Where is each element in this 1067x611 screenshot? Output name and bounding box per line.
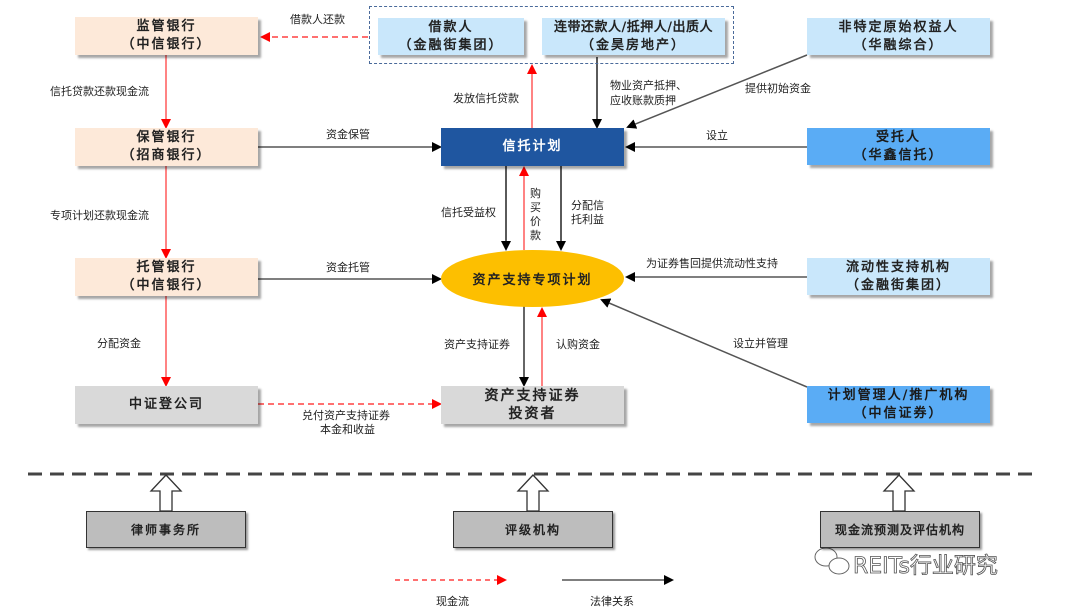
node-subtitle: （中信银行） bbox=[121, 37, 212, 52]
wechat-icon bbox=[814, 547, 850, 575]
node-title: 资产支持专项计划 bbox=[472, 273, 593, 288]
node-trustee[interactable]: 受托人 （华鑫信托） bbox=[807, 128, 990, 165]
label-pledge-1: 物业资产抵押、 bbox=[610, 79, 687, 92]
label-abs-securities: 资产支持证券 bbox=[444, 338, 510, 351]
hollow-arrow-cashflow-agency bbox=[882, 474, 916, 512]
edge-initial-funds bbox=[626, 54, 808, 129]
watermark-text: REITs行业研究 bbox=[853, 554, 999, 580]
node-trust-plan[interactable]: 信托计划 bbox=[441, 128, 624, 166]
label-pledge-2: 应收账款质押 bbox=[610, 94, 676, 107]
node-csdc[interactable]: 中证登公司 bbox=[75, 386, 258, 424]
node-subtitle: （中信证券） bbox=[853, 405, 944, 421]
label-liquidity-support: 为证券售回提供流动性支持 bbox=[646, 257, 778, 270]
node-title: 保管银行 bbox=[136, 130, 197, 145]
node-title: 受托人 bbox=[875, 129, 921, 145]
node-guarantor[interactable]: 连带还款人/抵押人/出质人 （金昊房地产） bbox=[542, 18, 725, 55]
node-subtitle: （金融街集团） bbox=[845, 277, 951, 293]
label-trust-beneficial-right: 信托受益权 bbox=[441, 206, 496, 219]
node-law-firm[interactable]: 律师事务所 bbox=[86, 511, 246, 548]
node-custody-bank[interactable]: 保管银行 （招商银行） bbox=[75, 128, 258, 166]
node-supervisory-bank[interactable]: 监管银行 （中信银行） bbox=[75, 17, 258, 55]
node-subtitle: （金融街集团） bbox=[398, 37, 504, 53]
node-subtitle: 投资者 bbox=[508, 406, 557, 422]
node-title: 律师事务所 bbox=[130, 522, 201, 537]
legend-cash-flow-label: 现金流 bbox=[436, 595, 469, 608]
label-establish: 设立 bbox=[706, 129, 728, 142]
node-title: 借款人 bbox=[428, 19, 474, 35]
label-fund-safekeeping: 资金保管 bbox=[326, 128, 370, 141]
label-purchase-price-1: 购 bbox=[530, 187, 541, 200]
node-title: 非特定原始权益人 bbox=[838, 19, 959, 35]
hollow-arrow-law-firm bbox=[149, 474, 183, 512]
label-subscription-funds: 认购资金 bbox=[556, 338, 600, 351]
node-title: 监管银行 bbox=[136, 19, 197, 34]
label-pay-principal-2: 本金和收益 bbox=[320, 423, 375, 436]
label-establish-manage: 设立并管理 bbox=[733, 337, 788, 350]
label-special-plan-repay-cf: 专项计划还款现金流 bbox=[50, 209, 149, 222]
node-title: 连带还款人/抵押人/出质人 bbox=[554, 19, 713, 35]
node-subtitle: （招商银行） bbox=[121, 148, 212, 163]
legend-legal-relation-label: 法律关系 bbox=[590, 595, 634, 608]
node-rating-agency[interactable]: 评级机构 bbox=[453, 511, 613, 548]
node-title: 现金流预测及评估机构 bbox=[834, 522, 965, 537]
node-title: 信托计划 bbox=[502, 139, 563, 154]
node-trustee-bank[interactable]: 托管银行 （中信银行） bbox=[75, 258, 258, 296]
node-title: 流动性支持机构 bbox=[845, 259, 951, 275]
label-fund-custody: 资金托管 bbox=[326, 261, 370, 274]
node-investors[interactable]: 资产支持证券 投资者 bbox=[441, 386, 624, 424]
label-trust-loan-repay-cf: 信托贷款还款现金流 bbox=[50, 85, 149, 98]
label-distribute-funds: 分配资金 bbox=[97, 337, 141, 350]
label-issue-trust-loan: 发放信托贷款 bbox=[453, 92, 519, 105]
edge-establish-manage bbox=[600, 298, 808, 388]
node-title: 计划管理人/推广机构 bbox=[827, 387, 970, 403]
node-borrower[interactable]: 借款人 （金融街集团） bbox=[378, 18, 524, 55]
borrower-group bbox=[369, 6, 734, 64]
node-title: 资产支持证券 bbox=[484, 388, 581, 404]
node-title: 评级机构 bbox=[504, 522, 561, 537]
node-manager[interactable]: 计划管理人/推广机构 （中信证券） bbox=[807, 386, 990, 423]
node-title: 托管银行 bbox=[136, 260, 197, 275]
node-title: 中证登公司 bbox=[128, 397, 204, 412]
node-subtitle: （金昊房地产） bbox=[580, 37, 686, 53]
label-purchase-price-3: 价 bbox=[530, 215, 541, 228]
node-cashflow-agency[interactable]: 现金流预测及评估机构 bbox=[820, 511, 980, 548]
label-borrower-repay: 借款人还款 bbox=[290, 13, 345, 26]
node-subtitle: （中信银行） bbox=[121, 278, 212, 293]
label-purchase-price-2: 买 bbox=[530, 201, 541, 214]
node-liquidity-provider[interactable]: 流动性支持机构 （金融街集团） bbox=[807, 258, 990, 295]
hollow-arrow-rating bbox=[516, 474, 550, 512]
node-abs-plan[interactable]: 资产支持专项计划 bbox=[441, 250, 624, 307]
node-originator[interactable]: 非特定原始权益人 （华融综合） bbox=[807, 18, 990, 55]
label-initial-funds: 提供初始资金 bbox=[745, 82, 811, 95]
label-pay-principal-1: 兑付资产支持证券 bbox=[302, 409, 390, 422]
label-distribute-trust-income-1: 分配信 bbox=[571, 199, 604, 212]
label-purchase-price-4: 款 bbox=[530, 229, 541, 242]
label-distribute-trust-income-2: 托利益 bbox=[571, 213, 604, 226]
node-subtitle: （华融综合） bbox=[853, 37, 944, 53]
node-subtitle: （华鑫信托） bbox=[853, 147, 944, 163]
